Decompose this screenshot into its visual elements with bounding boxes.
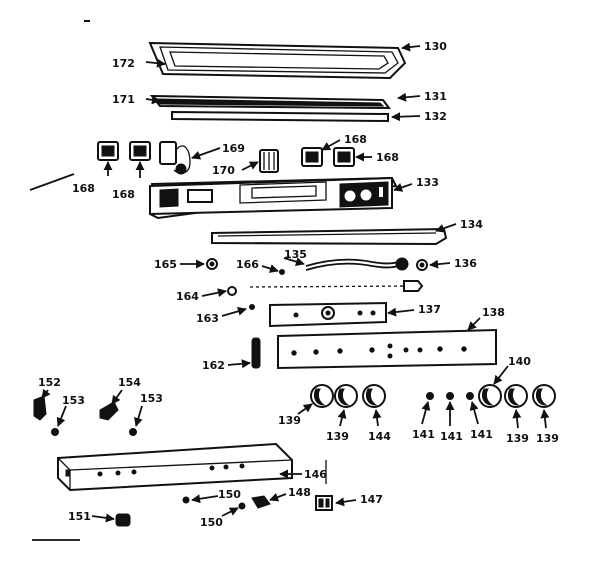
scan-speck <box>84 20 90 22</box>
part-139-control-knob <box>504 384 528 408</box>
part-150-screw <box>238 502 246 510</box>
part-168-switch-button <box>333 147 355 167</box>
part-147-terminal-block <box>315 495 333 511</box>
leader-lines <box>29 42 550 523</box>
part-172-glass-frame <box>148 41 407 80</box>
part-141-indicator-light <box>426 392 434 400</box>
callout-168: 168 <box>112 188 135 201</box>
callout-153: 153 <box>140 392 163 405</box>
part-139-control-knob <box>334 384 358 408</box>
callout-151: 151 <box>68 510 91 523</box>
part-134-panel-strip <box>211 227 448 246</box>
part-139-control-knob <box>310 384 334 408</box>
callout-168: 168 <box>72 182 95 195</box>
part-144-control-knob <box>362 384 386 408</box>
callout-165: 165 <box>154 258 177 271</box>
callout-138: 138 <box>482 306 505 319</box>
callout-135: 135 <box>284 248 307 261</box>
part-168-switch-button <box>129 141 151 161</box>
part-132-seal-strip <box>171 110 389 123</box>
callout-150: 150 <box>200 516 223 529</box>
part-140-control-knob <box>478 384 502 408</box>
part-162-post <box>251 337 261 369</box>
callout-133: 133 <box>416 176 439 189</box>
callout-170: 170 <box>212 164 235 177</box>
part-150-screw <box>182 496 190 504</box>
callout-141: 141 <box>440 430 463 443</box>
part-153-screw <box>51 428 59 436</box>
callout-168: 168 <box>376 151 399 164</box>
part-151-fuse-holder <box>115 513 131 527</box>
callout-171: 171 <box>112 93 135 106</box>
callout-154: 154 <box>118 376 141 389</box>
callout-136: 136 <box>454 257 477 270</box>
callout-139: 139 <box>326 430 349 443</box>
part-154-latch <box>99 401 119 421</box>
callout-137: 137 <box>418 303 441 316</box>
callout-169: 169 <box>222 142 245 155</box>
part-166-small-fastener <box>279 269 285 275</box>
callout-146: 146 <box>304 468 327 481</box>
part-137-mounting-bracket <box>269 301 387 328</box>
part-170-selector-switch <box>259 149 279 173</box>
part-136-grommet <box>416 259 428 271</box>
callout-166: 166 <box>236 258 259 271</box>
callout-147: 147 <box>360 493 383 506</box>
callout-labels: 172 130 171 131 132 168 168 169 170 168 … <box>38 40 559 529</box>
part-168-switch-button <box>97 141 119 161</box>
callout-152: 152 <box>38 376 61 389</box>
part-135-wire-harness <box>305 257 409 271</box>
part-164-clip <box>227 286 237 296</box>
callout-164: 164 <box>176 290 199 303</box>
callout-139: 139 <box>506 432 529 445</box>
callout-162: 162 <box>202 359 225 372</box>
callout-163: 163 <box>196 312 219 325</box>
callout-141: 141 <box>470 428 493 441</box>
callout-153: 153 <box>62 394 85 407</box>
callout-130: 130 <box>424 40 447 53</box>
part-141-indicator-light <box>466 392 474 400</box>
part-169-switch-assembly <box>159 141 191 175</box>
part-152-latch <box>33 395 47 421</box>
shaft-rod <box>249 280 424 292</box>
callout-132: 132 <box>424 110 447 123</box>
part-138-knob-plate <box>277 328 497 370</box>
callout-144: 144 <box>368 430 391 443</box>
part-163-screw <box>249 304 255 310</box>
callout-172: 172 <box>112 57 135 70</box>
part-165-knob-clip <box>206 258 218 270</box>
callout-150: 150 <box>218 488 241 501</box>
callout-141: 141 <box>412 428 435 441</box>
callout-139: 139 <box>536 432 559 445</box>
part-168-switch-button <box>301 147 323 167</box>
callout-134: 134 <box>460 218 483 231</box>
part-139-control-knob <box>532 384 556 408</box>
part-148-clip <box>251 495 271 509</box>
part-133-control-panel <box>148 176 398 220</box>
part-171-trim-strip <box>149 94 392 110</box>
callout-148: 148 <box>288 486 311 499</box>
callout-140: 140 <box>508 355 531 368</box>
callout-139: 139 <box>278 414 301 427</box>
callout-131: 131 <box>424 90 447 103</box>
part-141-indicator-light <box>446 392 454 400</box>
part-153-screw <box>129 428 137 436</box>
part-146-lower-cover <box>57 442 327 492</box>
callout-168: 168 <box>344 133 367 146</box>
